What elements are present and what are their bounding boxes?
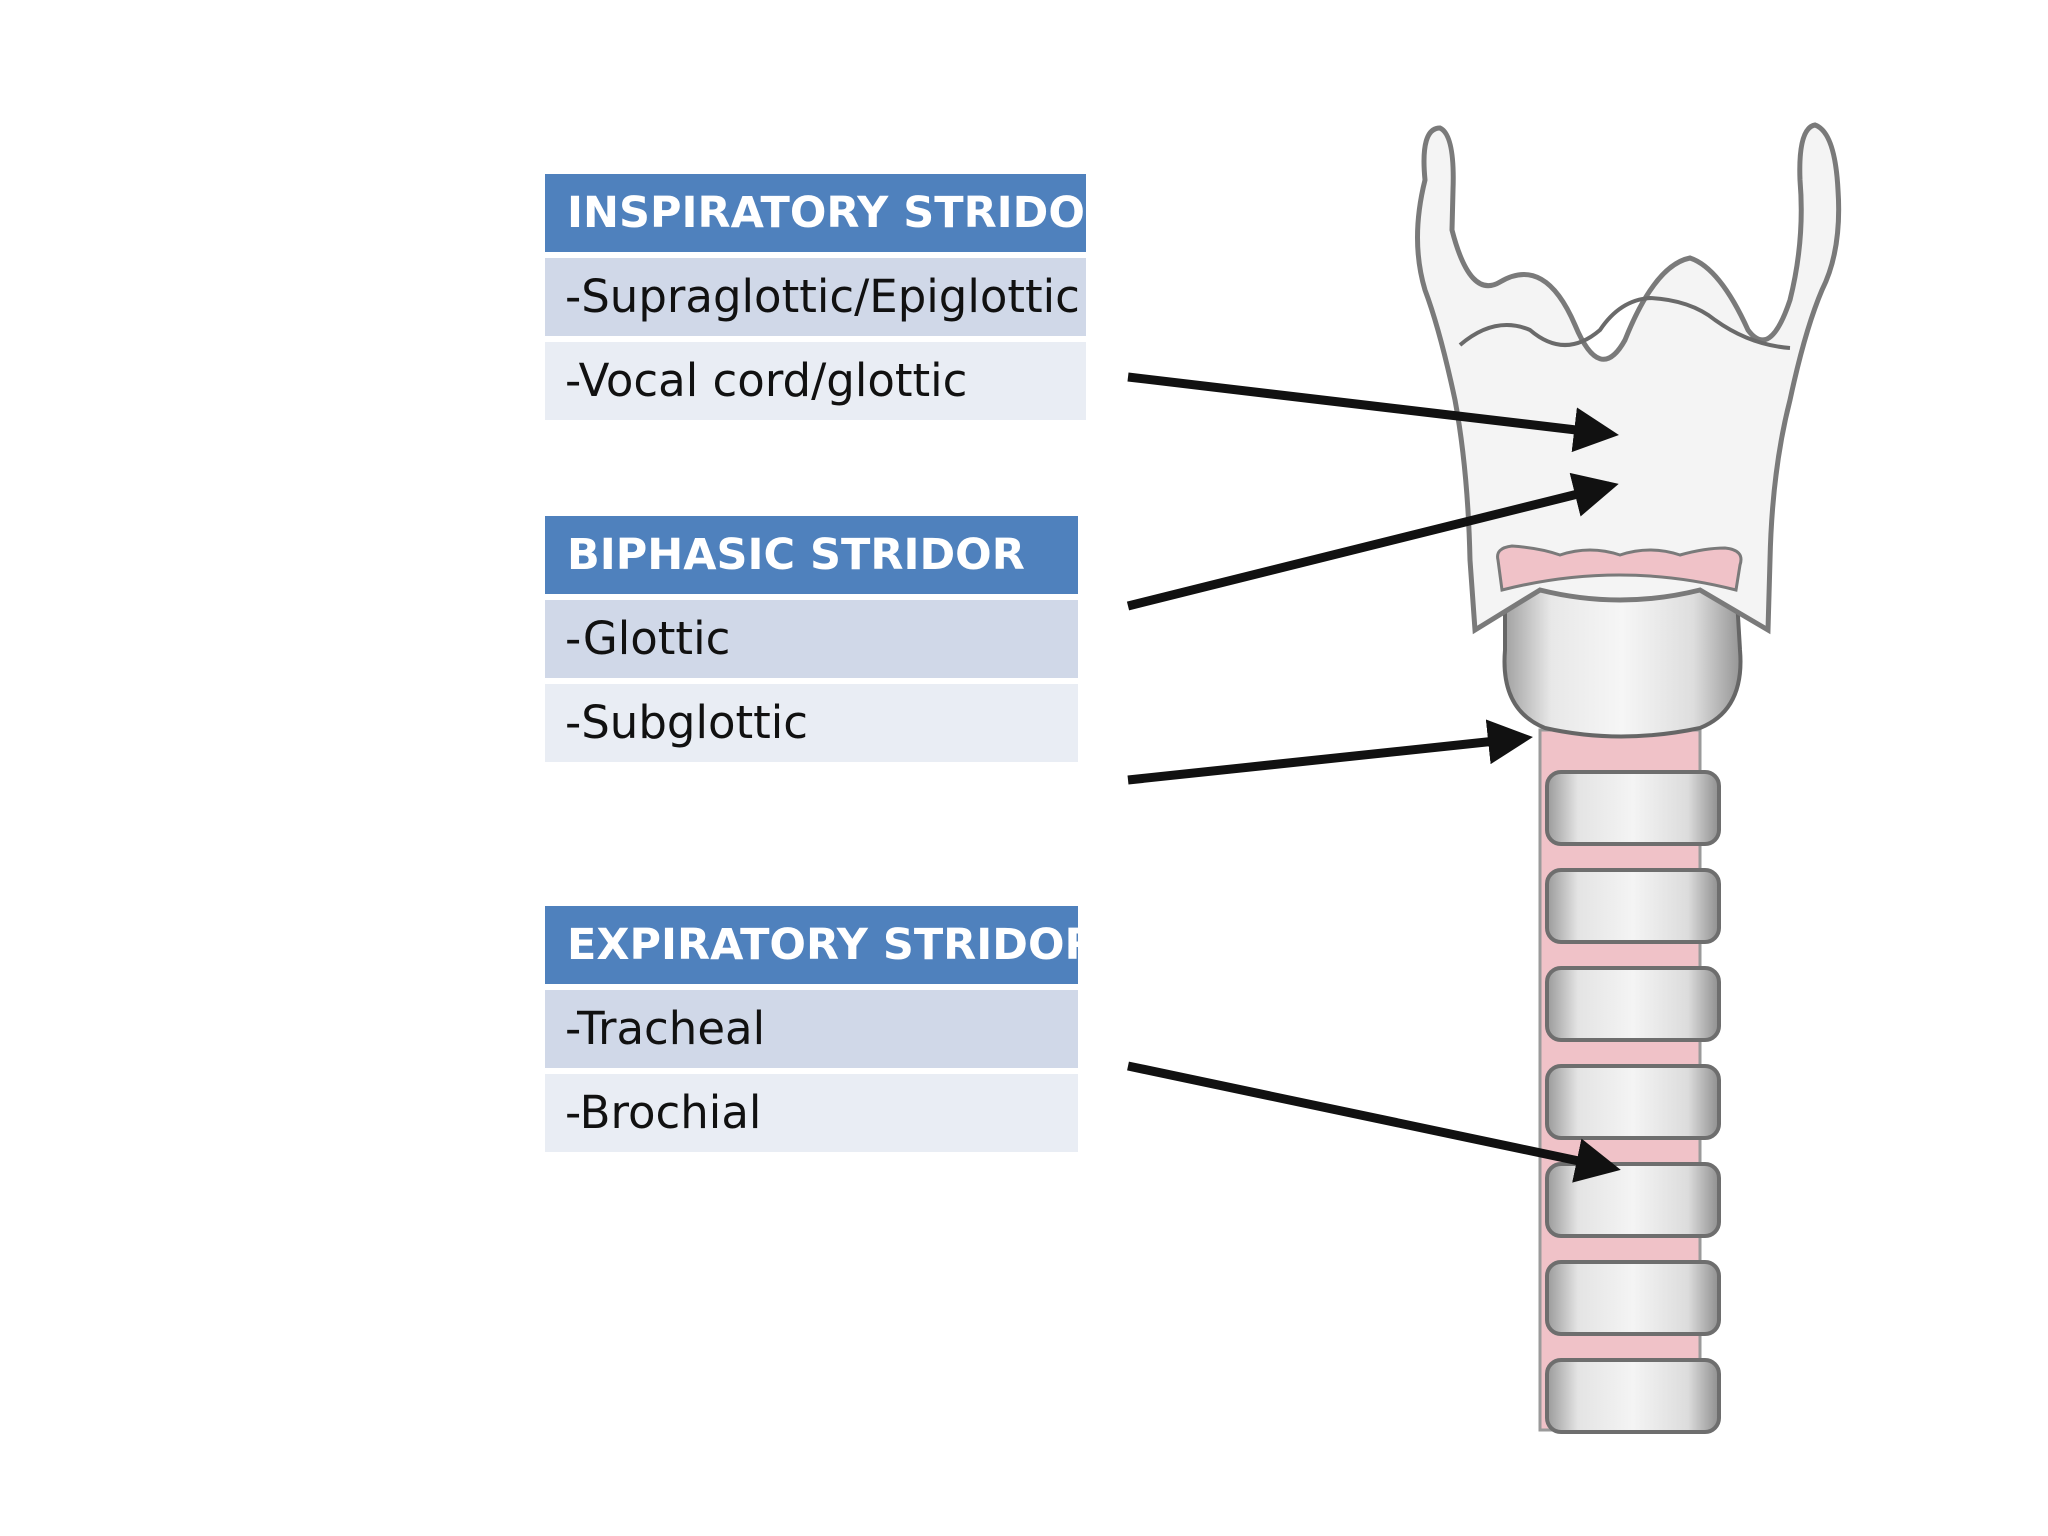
trachea xyxy=(1538,728,1721,1434)
inspiratory-stridor-header: INSPIRATORY STRIDOR xyxy=(545,174,1118,252)
tracheal-ring xyxy=(1545,1064,1721,1140)
list-item-brochial: -Brochial xyxy=(545,1074,1078,1152)
tracheal-rings xyxy=(1545,770,1721,1434)
arrow-subglottic xyxy=(1127,719,1533,785)
list-item-subglottic: -Subglottic xyxy=(545,684,1078,762)
tracheal-ring xyxy=(1545,868,1721,944)
expiratory-stridor-group: EXPIRATORY STRIDOR -Tracheal -Brochial xyxy=(545,906,1098,1152)
arrow-tracheal xyxy=(1127,1061,1621,1183)
biphasic-stridor-header: BIPHASIC STRIDOR xyxy=(545,516,1078,594)
arrow-supraglottic xyxy=(1127,372,1619,453)
biphasic-stridor-group: BIPHASIC STRIDOR -Glottic -Subglottic xyxy=(545,516,1078,762)
list-item-vocal-cord: -Vocal cord/glottic xyxy=(545,342,1086,420)
list-item-tracheal: -Tracheal xyxy=(545,990,1078,1068)
tracheal-ring xyxy=(1545,1358,1721,1434)
tracheal-ring xyxy=(1545,770,1721,846)
arrow-glottic xyxy=(1126,472,1619,611)
list-item-glottic: -Glottic xyxy=(545,600,1078,678)
list-item-supraglottic: -Supraglottic/Epiglottic xyxy=(545,258,1086,336)
inspiratory-stridor-group: INSPIRATORY STRIDOR -Supraglottic/Epiglo… xyxy=(545,174,1118,420)
tracheal-ring xyxy=(1545,1260,1721,1336)
pointer-arrows xyxy=(1126,372,1621,1183)
expiratory-stridor-header: EXPIRATORY STRIDOR xyxy=(545,906,1098,984)
thyroid-cartilage xyxy=(1415,122,1842,635)
tracheal-ring xyxy=(1545,966,1721,1042)
tracheal-ring xyxy=(1545,1162,1721,1238)
